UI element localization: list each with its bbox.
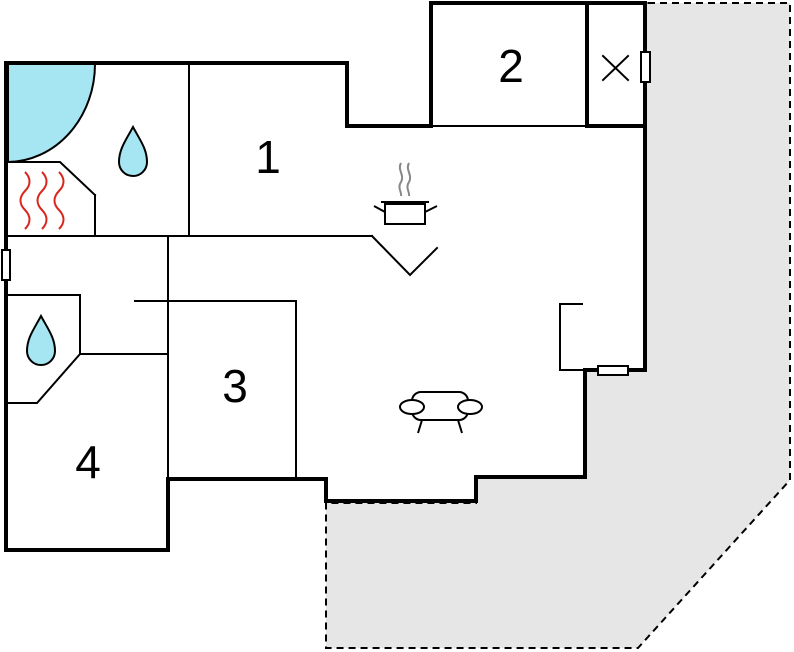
sofa-icon — [399, 391, 483, 434]
room-4-label: 4 — [75, 436, 101, 488]
outer-wall — [4, 1, 647, 552]
window-icon — [1, 249, 11, 281]
terrace-area — [325, 2, 791, 649]
room-3-label: 3 — [222, 360, 248, 412]
water-drop-icon — [25, 313, 57, 366]
interior-walls — [5, 62, 588, 480]
sauna-heater-icon — [19, 171, 65, 230]
fireplace-icon — [559, 303, 586, 371]
water-drop-icon — [117, 124, 149, 177]
close-icon — [601, 54, 630, 82]
shower-icon — [7, 63, 97, 164]
room-2-label: 2 — [498, 40, 524, 92]
wall-room-2 — [585, 1, 647, 128]
room-1-label: 1 — [255, 131, 281, 183]
cooking-pot-icon — [373, 162, 438, 225]
window-icon — [597, 365, 629, 376]
window-icon — [640, 51, 651, 83]
